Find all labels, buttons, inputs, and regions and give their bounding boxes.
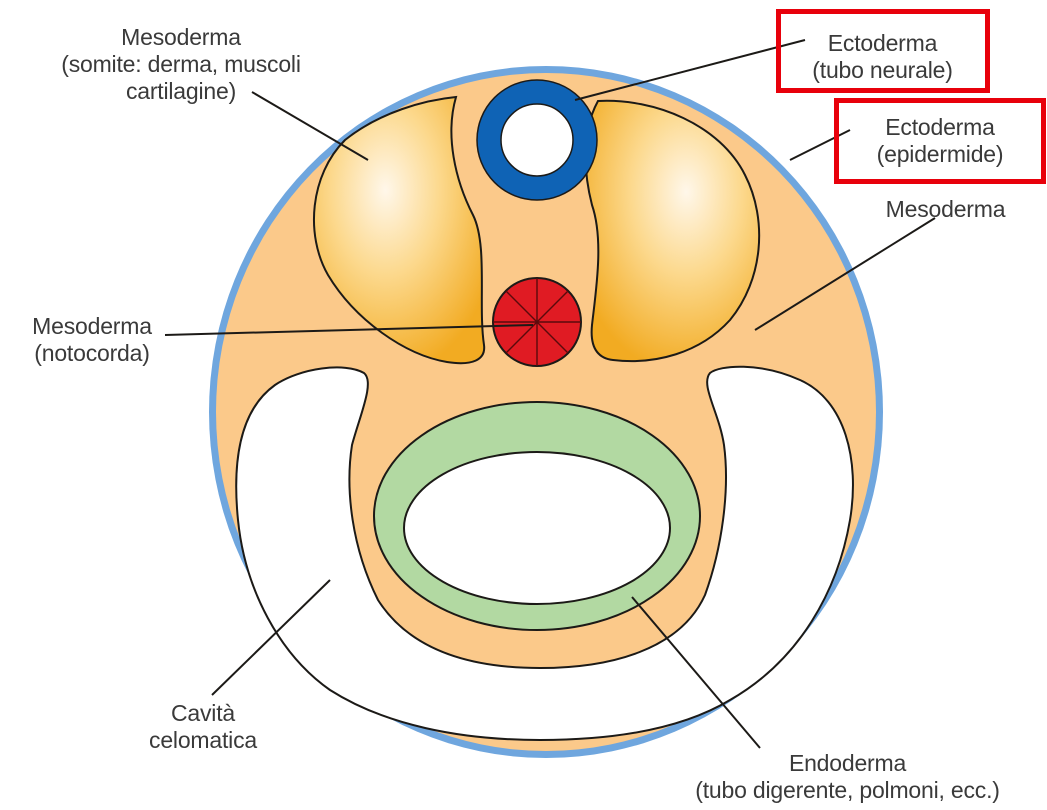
label-notochord: Mesoderma (notocorda) [8, 313, 176, 367]
notochord [493, 278, 581, 366]
highlight-box-neural-tube [776, 9, 990, 93]
label-coelom: Cavità celomatica [118, 700, 288, 754]
label-somite: Mesoderma (somite: derma, muscoli cartil… [20, 24, 342, 105]
leader-neural-tube [575, 40, 805, 100]
label-endoderm: Endoderma (tubo digerente, polmoni, ecc.… [655, 750, 1040, 804]
gut-lumen [404, 452, 670, 604]
label-mesoderm: Mesoderma [858, 196, 1033, 223]
highlight-box-epidermis [834, 98, 1046, 184]
